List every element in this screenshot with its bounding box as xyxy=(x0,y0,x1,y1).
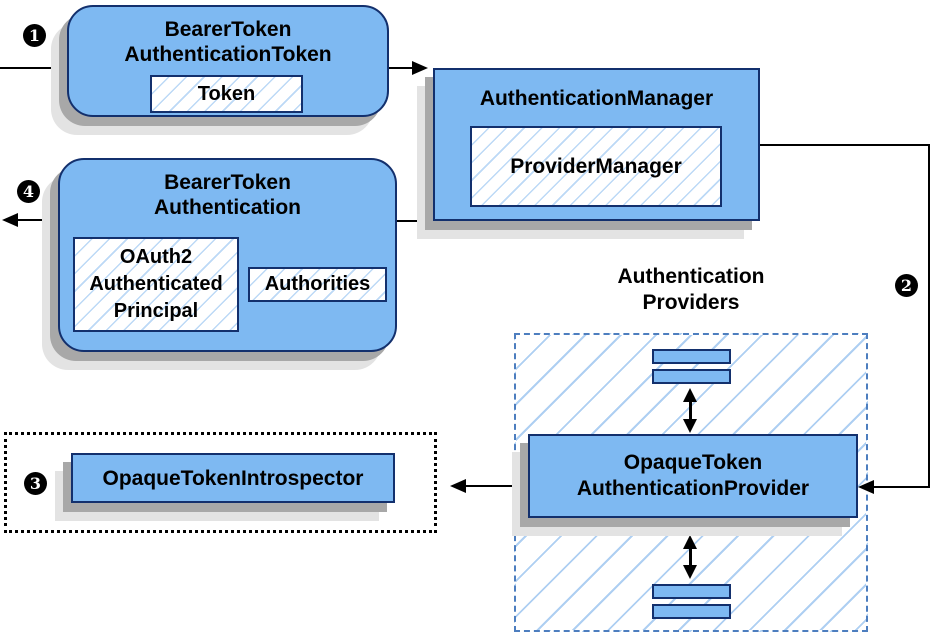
bidirectional-arrow-bottom-icon xyxy=(683,565,697,579)
member-authorities: Authorities xyxy=(248,267,387,302)
node-authentication-manager: AuthenticationManager ProviderManager xyxy=(433,68,760,221)
bidirectional-arrow-top-icon xyxy=(683,388,697,402)
node-bearer-token-authentication-token: BearerToken AuthenticationToken Token xyxy=(67,5,389,117)
step-3-marker: 3 xyxy=(24,472,47,495)
node-bearer-token-authentication: BearerToken Authentication OAuth2 Authen… xyxy=(58,158,397,352)
node-title: BearerToken Authentication xyxy=(154,171,301,219)
provider-stack-top-icon xyxy=(652,349,731,364)
authentication-out-line xyxy=(16,219,58,221)
step-2-marker: 2 xyxy=(895,274,918,297)
token-to-manager-line xyxy=(389,67,414,69)
node-opaque-token-introspector: OpaqueTokenIntrospector xyxy=(71,453,395,503)
bidirectional-arrow-top-icon xyxy=(683,419,697,433)
step-4-marker: 4 xyxy=(17,180,40,203)
provider-stack-top-icon xyxy=(652,369,731,384)
provider-stack-bottom-icon xyxy=(652,604,731,619)
bidirectional-arrow-bottom-icon xyxy=(683,535,697,549)
token-to-manager-arrowhead-icon xyxy=(412,61,428,75)
bidirectional-arrow-bottom-icon xyxy=(689,547,692,569)
member-oauth2-authenticated-principal: OAuth2 Authenticated Principal xyxy=(73,237,239,332)
node-title: OpaqueTokenIntrospector xyxy=(102,466,364,490)
provider-to-introspector-arrowhead-icon xyxy=(450,479,466,493)
provider-to-introspector-line xyxy=(464,485,528,487)
member-token: Token xyxy=(150,75,303,113)
manager-to-authentication-line xyxy=(396,220,433,222)
manager-to-provider-arrowhead-icon xyxy=(858,480,874,494)
node-title: OpaqueToken AuthenticationProvider xyxy=(576,451,810,500)
node-opaque-token-authentication-provider: OpaqueToken AuthenticationProvider xyxy=(528,434,858,518)
member-provider-manager: ProviderManager xyxy=(470,126,722,207)
node-title: BearerToken AuthenticationToken xyxy=(124,18,332,66)
step-1-marker: 1 xyxy=(23,24,46,47)
manager-to-provider-line-vertical xyxy=(928,144,930,488)
providers-group-label: Authentication Providers xyxy=(617,265,765,314)
introspector-group xyxy=(4,432,437,533)
request-in-line xyxy=(0,67,67,69)
manager-to-provider-line-top xyxy=(760,144,930,146)
provider-stack-bottom-icon xyxy=(652,584,731,599)
bidirectional-arrow-top-icon xyxy=(689,399,692,422)
authentication-out-arrowhead-icon xyxy=(2,213,18,227)
manager-to-provider-line-bottom xyxy=(874,486,930,488)
node-title: AuthenticationManager xyxy=(479,87,714,110)
